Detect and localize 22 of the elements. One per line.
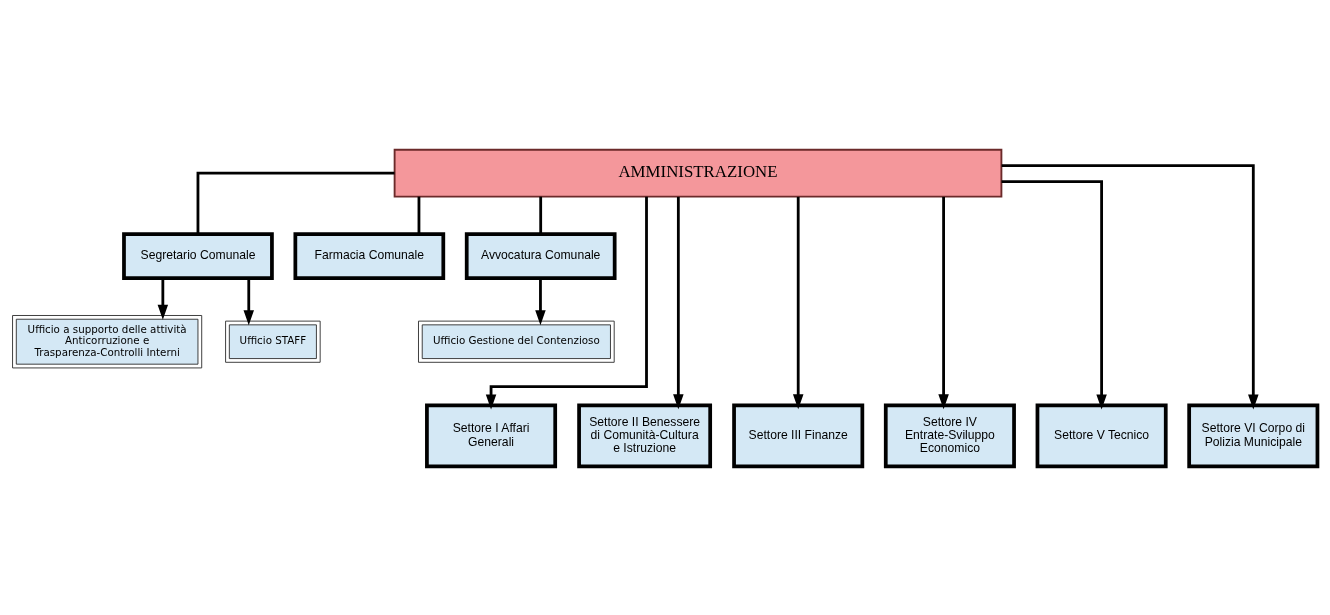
node-box: Settore IV Entrate-Sviluppo Economico	[883, 403, 1016, 468]
arrow	[157, 277, 169, 320]
node-box: Segretario Comunale	[122, 231, 274, 280]
arrow	[1001, 163, 1259, 410]
node-box: Avvocatura Comunale	[464, 231, 617, 280]
connector	[196, 171, 395, 234]
node-box: Settore I Affari Generali	[425, 403, 558, 468]
connector	[417, 196, 421, 234]
node-box: AMMINISTRAZIONE	[393, 148, 1003, 197]
arrow	[938, 196, 949, 409]
node-box: Farmacia Comunale	[293, 231, 446, 280]
node-box: Settore V Tecnico	[1035, 403, 1168, 468]
arrow	[485, 196, 648, 409]
arrow	[792, 196, 804, 409]
arrow	[673, 196, 684, 409]
node-box: Settore VI Corpo di Polizia Municipale	[1187, 403, 1320, 468]
node-box: Settore III Finanze	[732, 403, 865, 468]
node-box: Settore II Benessere di Comunità-Cultura e Istruzione	[577, 403, 713, 468]
arrow	[243, 277, 255, 325]
arrow	[535, 277, 546, 325]
arrow	[1001, 179, 1107, 409]
connector	[539, 196, 543, 234]
